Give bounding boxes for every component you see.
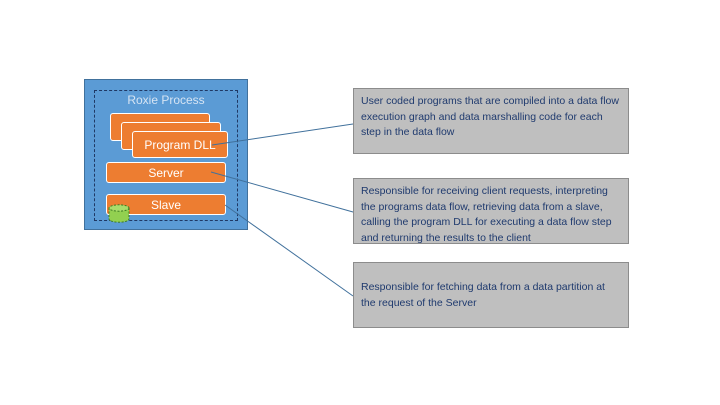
program-dll-description: User coded programs that are compiled in…: [353, 88, 629, 154]
roxie-process-title: Roxie Process: [127, 93, 205, 107]
slave-description: Responsible for fetching data from a dat…: [353, 262, 629, 328]
database-cylinder-icon: [108, 204, 130, 223]
program-dll-tile: Program DLL: [132, 131, 228, 158]
slave-label: Slave: [150, 197, 182, 212]
server-description: Responsible for receiving client request…: [353, 178, 629, 244]
server-tile: Server: [106, 162, 226, 183]
roxie-process-boundary: [94, 90, 238, 221]
server-label: Server: [148, 165, 184, 180]
program-dll-label: Program DLL: [144, 137, 216, 152]
